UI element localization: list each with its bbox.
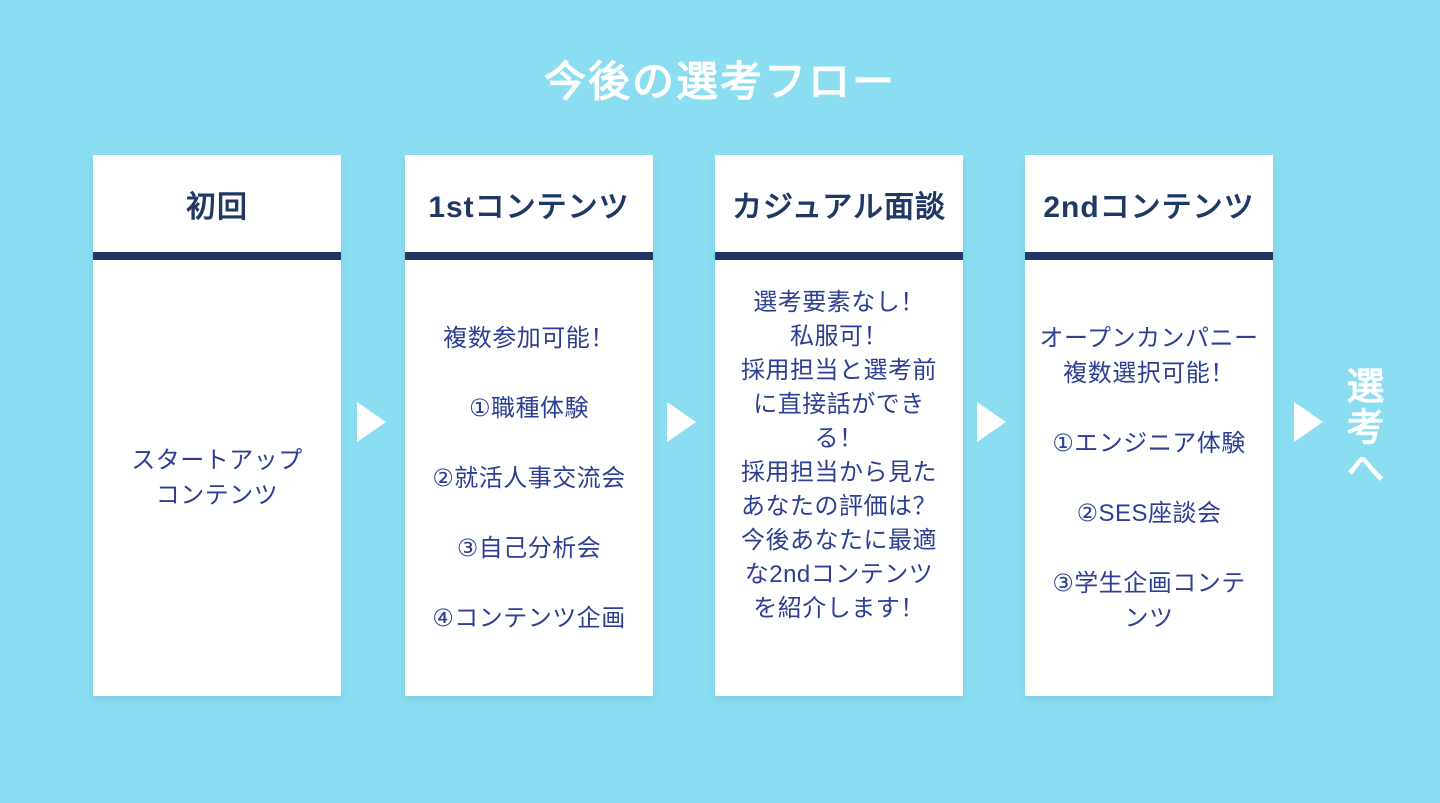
list-item: ①エンジニア体験 <box>1052 429 1246 457</box>
card-body-casual-interview: 選考要素なし！ 私服可！ 採用担当と選考前 に直接話ができ る！ 採用担当から見… <box>715 260 963 696</box>
card-text: オープンカンパニー 複数選択可能！ <box>1039 324 1259 387</box>
list-item: ③自己分析会 <box>456 534 602 562</box>
list-item: ②就活人事交流会 <box>432 464 626 492</box>
arrow-right-icon <box>1294 402 1323 442</box>
card-divider <box>93 252 341 260</box>
card-divider <box>715 252 963 260</box>
card-header-2nd-contents: 2ndコンテンツ <box>1043 190 1255 224</box>
flow-card-initial: 初回 スタートアップ コンテンツ <box>93 155 341 696</box>
flow-end-label: 選考へ <box>1340 366 1382 489</box>
card-body-2nd-contents: オープンカンパニー 複数選択可能！ ①エンジニア体験 ②SES座談会 ③学生企画… <box>1025 260 1273 696</box>
page-title: 今後の選考フロー <box>543 58 896 105</box>
flow-card-1st-contents: 1stコンテンツ 複数参加可能！ ①職種体験 ②就活人事交流会 ③自己分析会 ④… <box>405 155 653 696</box>
list-item: ③学生企画コンテ ンツ <box>1052 569 1246 632</box>
card-divider <box>405 252 653 260</box>
card-header-1st-contents: 1stコンテンツ <box>428 190 630 224</box>
arrow-right-icon <box>667 402 696 442</box>
flow-card-casual-interview: カジュアル面談 選考要素なし！ 私服可！ 採用担当と選考前 に直接話ができ る！… <box>715 155 963 696</box>
card-text: 選考要素なし！ 私服可！ 採用担当と選考前 に直接話ができ る！ 採用担当から見… <box>741 289 937 622</box>
card-header-initial: 初回 <box>186 190 248 224</box>
arrow-right-icon <box>357 402 386 442</box>
card-header-casual-interview: カジュアル面談 <box>732 190 946 224</box>
flow-card-2nd-contents: 2ndコンテンツ オープンカンパニー 複数選択可能！ ①エンジニア体験 ②SES… <box>1025 155 1273 696</box>
card-text: スタートアップ コンテンツ <box>131 447 303 509</box>
list-item: ④コンテンツ企画 <box>432 604 626 632</box>
card-body-1st-contents: 複数参加可能！ ①職種体験 ②就活人事交流会 ③自己分析会 ④コンテンツ企画 <box>405 260 653 696</box>
arrow-right-icon <box>977 402 1006 442</box>
card-text: 複数参加可能！ <box>443 324 615 352</box>
list-item: ①職種体験 <box>468 394 589 422</box>
list-item: ②SES座談会 <box>1076 499 1222 527</box>
card-divider <box>1025 252 1273 260</box>
card-body-initial: スタートアップ コンテンツ <box>93 260 341 696</box>
